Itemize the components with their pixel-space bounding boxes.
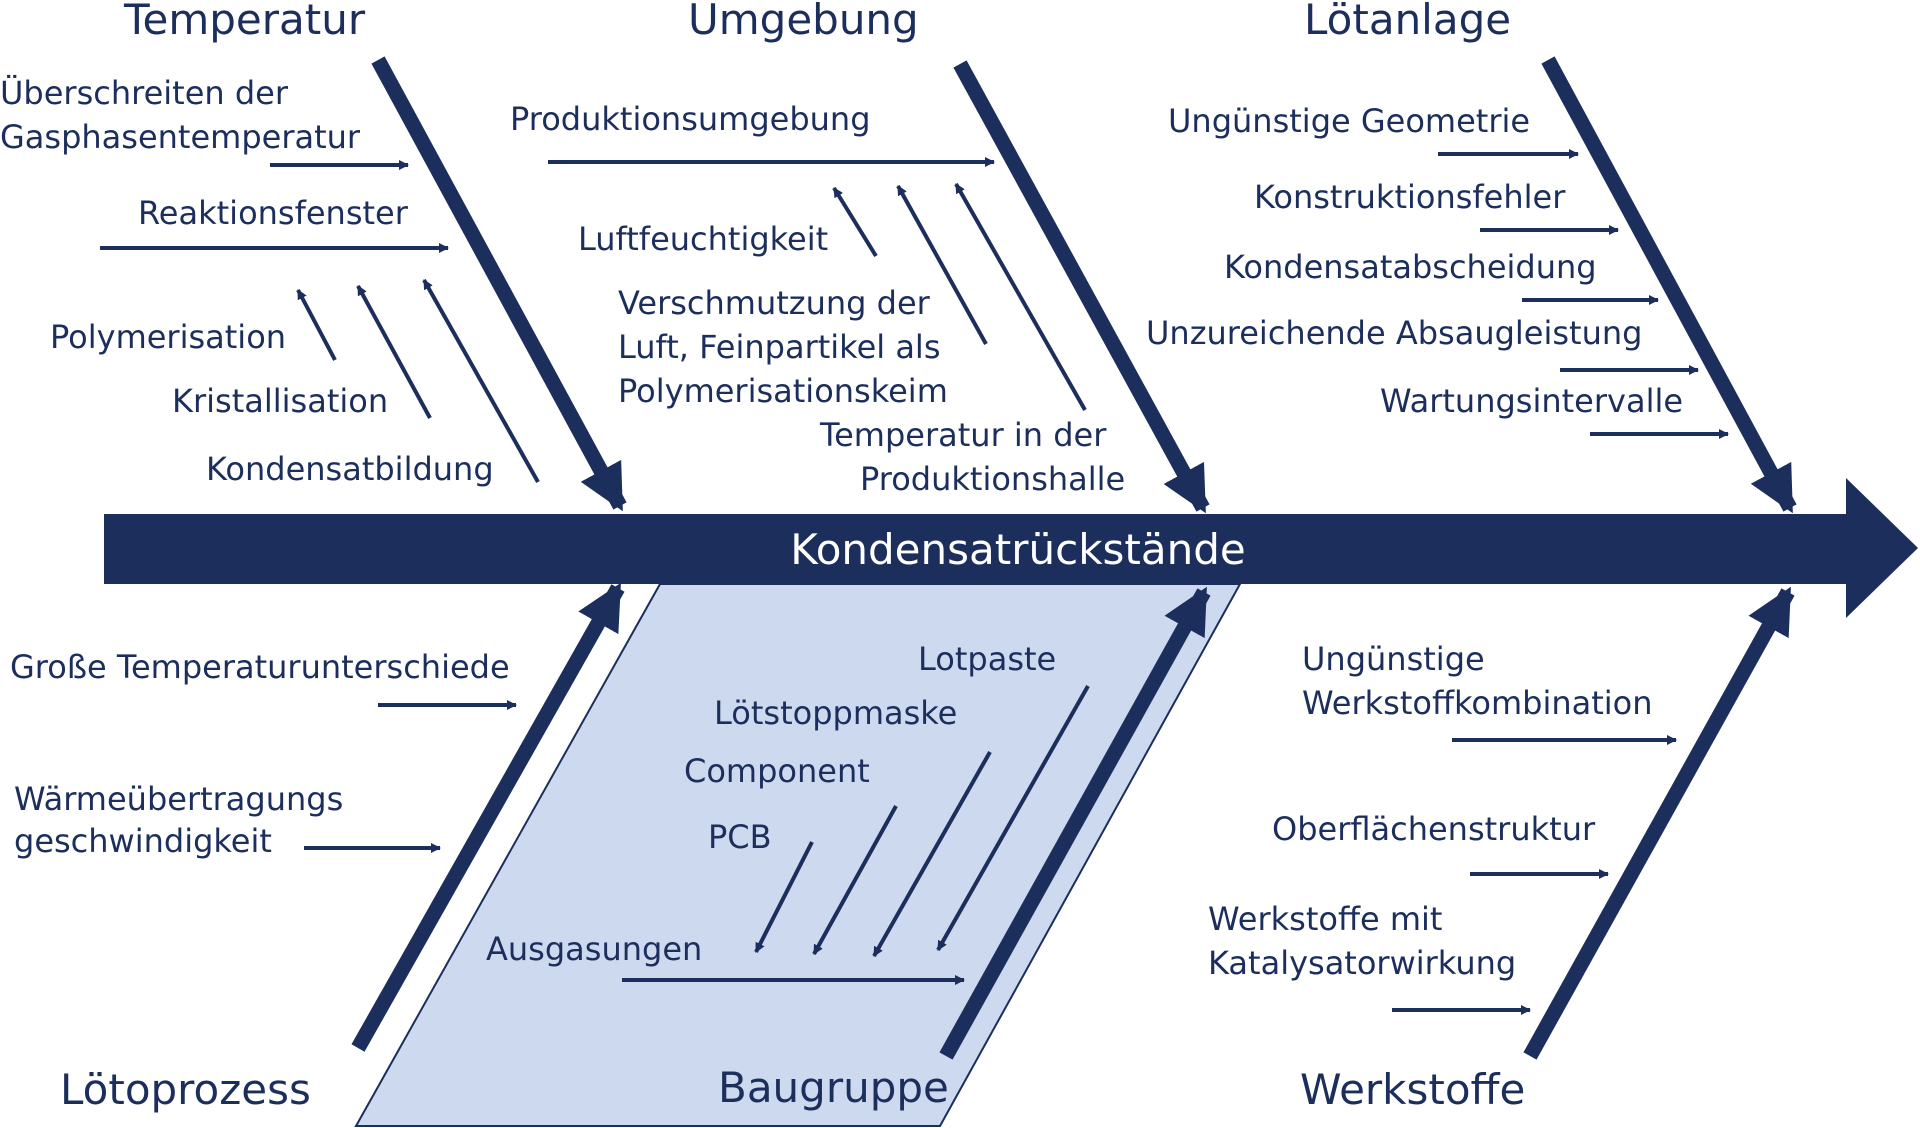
spine: Kondensatrückstände bbox=[104, 478, 1918, 618]
arrow-polymerisation bbox=[296, 289, 337, 361]
arrow-kristallisation bbox=[356, 285, 432, 419]
cause-label: Verschmutzung der bbox=[618, 284, 931, 322]
cause-label: Produktionshalle bbox=[860, 460, 1125, 498]
arrow-kondensatbildung bbox=[422, 279, 540, 483]
cause-arrows bbox=[100, 149, 1729, 1015]
title-baugruppe: Baugruppe bbox=[718, 1063, 949, 1112]
cause-label: Ungünstige Geometrie bbox=[1168, 102, 1530, 140]
cause-label: PCB bbox=[708, 818, 772, 856]
cause-label: Polymerisation bbox=[50, 318, 286, 356]
bone-werkstoffe bbox=[1523, 586, 1795, 1060]
cause-label: Lotpaste bbox=[918, 640, 1056, 678]
cause-label: geschwindigkeit bbox=[14, 822, 272, 860]
cause-label: Wartungsintervalle bbox=[1380, 382, 1683, 420]
cause-label: Temperatur in der bbox=[819, 416, 1107, 454]
title-umgebung: Umgebung bbox=[688, 0, 919, 44]
causes-temperatur: Überschreiten der Gasphasentemperatur Re… bbox=[0, 74, 494, 488]
cause-label: Werkstoffkombination bbox=[1302, 684, 1653, 722]
cause-label: Wärmeübertragungs bbox=[14, 780, 343, 818]
main-bones bbox=[351, 56, 1797, 1060]
bone-umgebung bbox=[953, 60, 1210, 514]
cause-label: Luftfeuchtigkeit bbox=[578, 220, 828, 258]
arrow-loetstoppmaske bbox=[872, 751, 992, 957]
spine-arrowhead bbox=[1846, 478, 1918, 618]
bone-loetanlage bbox=[1541, 56, 1797, 514]
title-loetprozess: Lötoprozess bbox=[60, 1065, 311, 1114]
cause-label: Oberflächenstruktur bbox=[1272, 810, 1596, 848]
cause-label: Konstruktionsfehler bbox=[1254, 178, 1566, 216]
arrow-lotpaste bbox=[936, 685, 1090, 951]
cause-label: Werkstoffe mit bbox=[1208, 900, 1442, 938]
effect-label: Kondensatrückstände bbox=[790, 525, 1245, 574]
causes-werkstoffe: Ungünstige Werkstoffkombination Oberfläc… bbox=[1208, 640, 1653, 982]
cause-label: Component bbox=[684, 752, 870, 790]
bone-temperatur bbox=[371, 56, 627, 512]
cause-label: Ungünstige bbox=[1302, 640, 1485, 678]
arrow-verschmutzung bbox=[896, 185, 988, 345]
cause-label: Katalysatorwirkung bbox=[1208, 944, 1516, 982]
cause-label: Ausgasungen bbox=[486, 930, 702, 968]
cause-label: Große Temperaturunterschiede bbox=[10, 648, 510, 686]
category-titles: Temperatur Umgebung Lötanlage Lötoprozes… bbox=[60, 0, 1525, 1114]
causes-umgebung: Produktionsumgebung Luftfeuchtigkeit Ver… bbox=[510, 100, 1125, 498]
arrow-temperatur-halle bbox=[954, 183, 1087, 411]
title-werkstoffe: Werkstoffe bbox=[1300, 1065, 1525, 1114]
cause-label: Luft, Feinpartikel als bbox=[618, 328, 940, 366]
spine-body bbox=[104, 514, 1850, 584]
causes-baugruppe: Lotpaste Lötstoppmaske Component PCB Aus… bbox=[486, 640, 1056, 968]
cause-label: Kondensatbildung bbox=[206, 450, 494, 488]
cause-label: Polymerisationskeim bbox=[618, 372, 948, 410]
cause-label: Gasphasentemperatur bbox=[0, 118, 361, 156]
cause-label: Lötstoppmaske bbox=[714, 694, 957, 732]
cause-label: Produktionsumgebung bbox=[510, 100, 871, 138]
cause-label: Kondensatabscheidung bbox=[1224, 248, 1597, 286]
causes-loetprozess: Große Temperaturunterschiede Wärmeübertr… bbox=[10, 648, 510, 860]
cause-label: Unzureichende Absaugleistung bbox=[1146, 314, 1642, 352]
cause-label: Reaktionsfenster bbox=[138, 194, 409, 232]
cause-label: Kristallisation bbox=[172, 382, 388, 420]
bone-baugruppe bbox=[939, 586, 1211, 1060]
cause-label: Überschreiten der bbox=[0, 74, 289, 112]
arrow-pcb bbox=[754, 841, 814, 953]
title-temperatur: Temperatur bbox=[123, 0, 366, 44]
bone-loetprozess bbox=[351, 582, 625, 1052]
arrow-luftfeuchtigkeit bbox=[832, 186, 878, 258]
arrow-component bbox=[812, 805, 898, 955]
causes-loetanlage: Ungünstige Geometrie Konstruktionsfehler… bbox=[1146, 102, 1683, 420]
title-loetanlage: Lötanlage bbox=[1304, 0, 1511, 44]
